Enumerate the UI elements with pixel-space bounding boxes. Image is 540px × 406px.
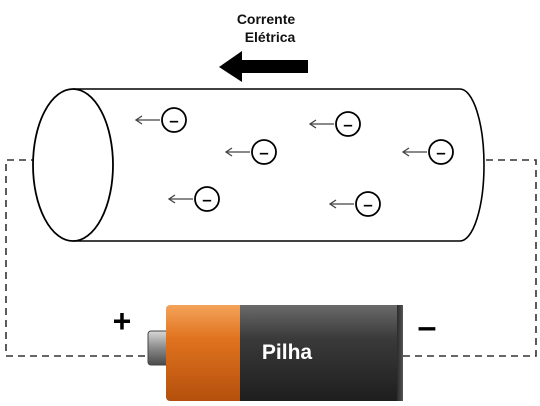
current-direction-arrow-icon: [219, 51, 308, 82]
electron-charge-sign: –: [343, 115, 352, 134]
electron-charge-sign: –: [259, 143, 268, 162]
electron-arrowhead-icon: [328, 199, 337, 209]
conductor-cylinder: [32, 88, 485, 242]
battery-negative-end: [397, 305, 403, 401]
electron-circle-icon: [355, 191, 381, 217]
electron-6: –: [328, 191, 381, 217]
battery: Pilha: [147, 305, 403, 401]
electron-circle-icon: [428, 139, 454, 165]
electron-charge-sign: –: [169, 111, 178, 130]
electron-charge-sign: –: [202, 190, 211, 209]
electron-charge-sign: –: [363, 195, 372, 214]
battery-copper-band: [166, 305, 246, 401]
electron-arrowhead-icon: [134, 115, 143, 125]
battery-label: Pilha: [262, 341, 313, 364]
electron-arrowhead-icon: [401, 147, 410, 157]
electron-1: –: [134, 107, 187, 133]
electron-charge-sign: –: [436, 143, 445, 162]
electron-4: –: [401, 139, 454, 165]
current-label-line2: Elétrica: [245, 29, 296, 45]
electron-2: –: [308, 111, 361, 137]
electron-circle-icon: [335, 111, 361, 137]
electron-circle-icon: [161, 107, 187, 133]
electron-arrowhead-icon: [224, 147, 233, 157]
dashed-wire: [5, 159, 537, 357]
electrons-group: – – – – – –: [134, 107, 454, 217]
negative-terminal-sign: –: [418, 308, 437, 346]
electron-circle-icon: [251, 139, 277, 165]
electron-arrowhead-icon: [167, 194, 176, 204]
electron-circle-icon: [194, 186, 220, 212]
current-label-line1: Corrente: [237, 11, 296, 27]
battery-body: [240, 305, 403, 401]
electron-5: –: [167, 186, 220, 212]
electron-3: –: [224, 139, 277, 165]
electron-arrowhead-icon: [308, 119, 317, 129]
positive-terminal-sign: +: [113, 303, 132, 339]
